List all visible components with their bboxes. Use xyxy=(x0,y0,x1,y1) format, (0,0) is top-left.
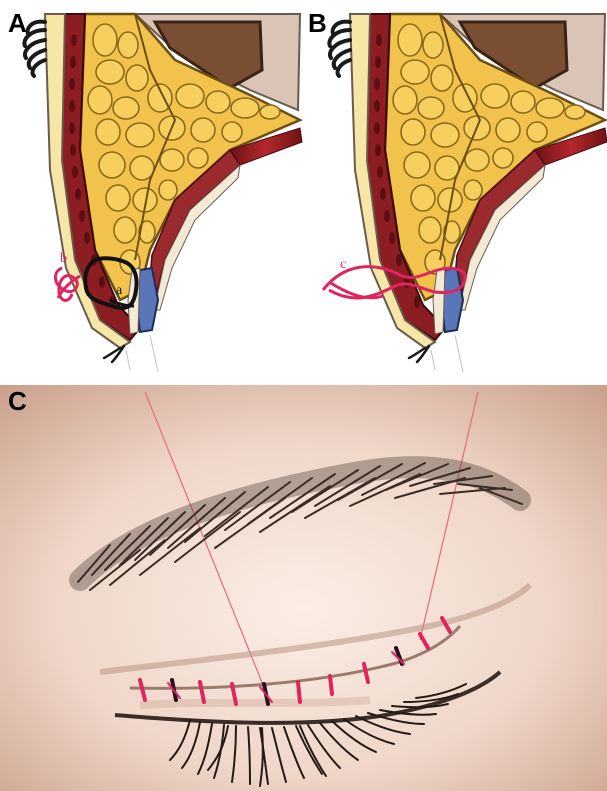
panel-c-eye-illustration xyxy=(0,385,607,791)
panel-b-label-suture: c xyxy=(340,257,346,272)
panel-a-label-fat-pad: a xyxy=(116,283,123,298)
panel-letter-c: C xyxy=(8,388,27,414)
panel-b-cross-section xyxy=(323,14,607,372)
panel-letter-a: A xyxy=(8,10,27,36)
panel-a-cross-section xyxy=(24,14,302,372)
panel-a-label-suture: b xyxy=(60,251,67,266)
panel-letter-b: B xyxy=(308,10,327,36)
